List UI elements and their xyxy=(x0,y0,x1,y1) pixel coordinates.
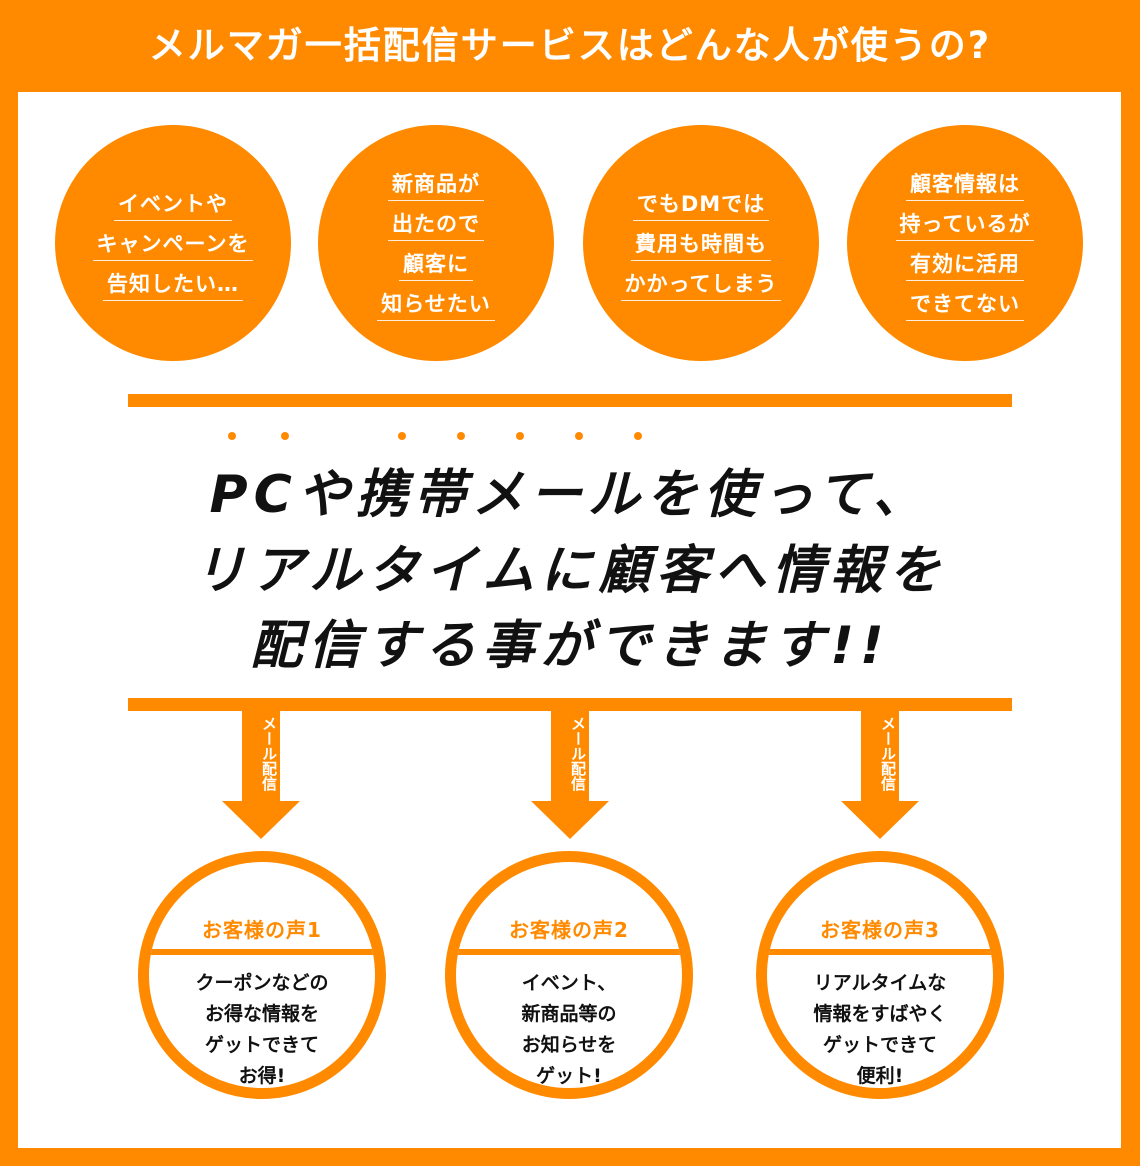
emphasis-dot xyxy=(634,432,642,440)
headline-line-2: リアルタイムに顧客へ情報を xyxy=(193,541,947,601)
bubble-line: キャンペーンを xyxy=(92,225,254,261)
bubble-line: 費用も時間も xyxy=(631,225,771,261)
voice-line: お得な情報を xyxy=(204,1003,319,1025)
headline-line-1: PCや携帯メールを使って、 xyxy=(209,465,931,525)
bubble-line: 新商品が xyxy=(388,165,484,201)
voice-line: お得! xyxy=(238,1065,286,1087)
bubble-line: 告知したい… xyxy=(103,265,243,301)
bubble-line: 有効に活用 xyxy=(906,245,1024,281)
arrow-label: メール配信 xyxy=(879,716,897,791)
bubble-line: 知らせたい xyxy=(377,285,495,321)
voice-title: お客様の声3 xyxy=(820,918,940,942)
voice-body: イベント、 新商品等の お知らせを ゲット! xyxy=(456,968,682,1088)
voice-line: 情報をすばやく xyxy=(813,1003,947,1025)
voice-line: ゲットできて xyxy=(204,1034,319,1056)
arrow-label: メール配信 xyxy=(569,716,587,791)
arrow-head-icon xyxy=(222,801,300,839)
voice-line: イベント、 xyxy=(521,972,617,994)
concern-bubble-3: でもDMでは 費用も時間も かかってしまう xyxy=(583,125,819,361)
bubble-line: かかってしまう xyxy=(620,265,782,301)
emphasis-dot xyxy=(281,432,289,440)
emphasis-dot xyxy=(398,432,406,440)
arrow-label: メール配信 xyxy=(260,716,278,791)
voice-line: お知らせを xyxy=(521,1034,617,1056)
customer-voice-2: お客様の声2 イベント、 新商品等の お知らせを ゲット! xyxy=(445,851,693,1099)
emphasis-dot xyxy=(228,432,236,440)
voice-title: お客様の声1 xyxy=(202,918,322,942)
voice-line: 新商品等の xyxy=(521,1003,617,1025)
emphasis-dot xyxy=(457,432,465,440)
arrow-head-icon xyxy=(841,801,919,839)
concern-bubble-4: 顧客情報は 持っているが 有効に活用 できてない xyxy=(847,125,1083,361)
bubble-line: 出たので xyxy=(388,205,484,241)
voice-body: クーポンなどの お得な情報を ゲットできて お得! xyxy=(149,968,375,1088)
voice-line: ゲットできて xyxy=(822,1034,937,1056)
voice-divider xyxy=(149,949,375,955)
bubble-line: でもDMでは xyxy=(632,185,770,221)
arrow-head-icon xyxy=(531,801,609,839)
divider-bar-bottom xyxy=(128,698,1012,711)
emphasis-dot xyxy=(516,432,524,440)
concern-bubble-1: イベントや キャンペーンを 告知したい… xyxy=(55,125,291,361)
bubble-line: できてない xyxy=(906,285,1024,321)
arrow-stem-1: メール配信 xyxy=(242,710,280,802)
concern-bubble-2: 新商品が 出たので 顧客に 知らせたい xyxy=(318,125,554,361)
voice-line: クーポンなどの xyxy=(195,972,329,994)
voice-line: 便利! xyxy=(856,1065,904,1087)
bubble-line: イベントや xyxy=(114,185,232,221)
customer-voice-3: お客様の声3 リアルタイムな 情報をすばやく ゲットできて 便利! xyxy=(756,851,1004,1099)
bubble-line: 顧客に xyxy=(399,245,473,281)
voice-divider xyxy=(456,949,682,955)
voice-body: リアルタイムな 情報をすばやく ゲットできて 便利! xyxy=(767,968,993,1088)
voice-divider xyxy=(767,949,993,955)
arrow-stem-3: メール配信 xyxy=(861,710,899,802)
page-title: メルマガ一括配信サービスはどんな人が使うの? xyxy=(148,24,992,67)
bubble-line: 持っているが xyxy=(895,205,1035,241)
voice-line: ゲット! xyxy=(536,1065,602,1087)
divider-bar-top xyxy=(128,394,1012,407)
headline-line-3: 配信する事ができます!! xyxy=(250,616,890,676)
emphasis-dots xyxy=(0,426,1140,446)
arrow-stem-2: メール配信 xyxy=(551,710,589,802)
voice-title: お客様の声2 xyxy=(509,918,629,942)
voice-line: リアルタイムな xyxy=(813,972,947,994)
emphasis-dot xyxy=(575,432,583,440)
customer-voice-1: お客様の声1 クーポンなどの お得な情報を ゲットできて お得! xyxy=(138,851,386,1099)
bubble-line: 顧客情報は xyxy=(906,165,1024,201)
